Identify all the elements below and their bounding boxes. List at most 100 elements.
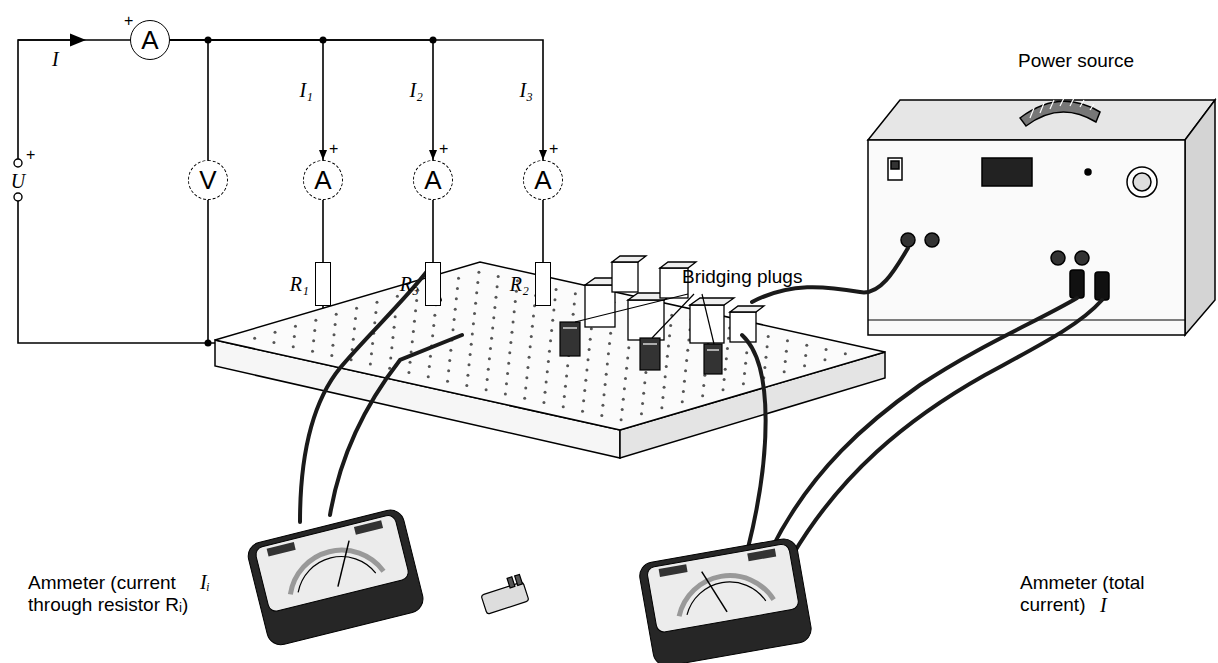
board-hole bbox=[825, 348, 828, 351]
ammeter bbox=[254, 514, 410, 613]
board-hole bbox=[763, 366, 766, 369]
board-hole bbox=[786, 339, 789, 342]
plug-in-component bbox=[690, 305, 724, 343]
part-name: Power source bbox=[1018, 50, 1134, 72]
board-hole bbox=[663, 386, 666, 389]
board-hole bbox=[531, 325, 534, 328]
board-hole bbox=[476, 281, 479, 284]
board-hole bbox=[565, 375, 568, 378]
board-hole bbox=[643, 381, 646, 384]
board-hole bbox=[552, 309, 555, 312]
board-hole bbox=[574, 292, 577, 295]
plug-in-component bbox=[585, 285, 615, 327]
board-hole bbox=[601, 404, 604, 407]
board-hole bbox=[448, 359, 451, 362]
wire bbox=[432, 200, 434, 262]
board-hole bbox=[665, 365, 668, 368]
board-hole bbox=[585, 369, 588, 372]
board-hole bbox=[506, 372, 509, 375]
wire bbox=[170, 40, 323, 160]
board-hole bbox=[505, 382, 508, 385]
bridging-plug bbox=[640, 338, 660, 370]
board-hole bbox=[474, 302, 477, 305]
board-hole bbox=[844, 352, 847, 355]
plug-in-component bbox=[730, 306, 764, 312]
power-source bbox=[868, 100, 1215, 140]
board-hole bbox=[446, 380, 449, 383]
board-hole bbox=[581, 410, 584, 413]
board-hole bbox=[485, 388, 488, 391]
ammeter-symbol: A bbox=[303, 160, 343, 200]
board-hole bbox=[486, 378, 489, 381]
board-hole bbox=[411, 340, 414, 343]
board-hole bbox=[496, 285, 499, 288]
board-hole bbox=[465, 384, 468, 387]
board-hole bbox=[609, 332, 612, 335]
plug-in-component bbox=[612, 262, 638, 292]
plug-in-board bbox=[215, 262, 885, 430]
voltage-display bbox=[982, 158, 1032, 186]
board-hole bbox=[620, 418, 623, 421]
board-hole bbox=[767, 335, 770, 338]
voltage-knob bbox=[1133, 173, 1151, 191]
board-hole bbox=[743, 372, 746, 375]
ammeter bbox=[747, 549, 776, 562]
board-hole bbox=[274, 331, 277, 334]
ammeter-symbol: A bbox=[130, 20, 170, 60]
plug-in-component bbox=[612, 256, 646, 262]
board-hole bbox=[605, 373, 608, 376]
board-hole bbox=[766, 345, 769, 348]
wire bbox=[170, 40, 543, 160]
board-hole bbox=[314, 319, 317, 322]
cable bbox=[742, 335, 766, 548]
board-hole bbox=[641, 402, 644, 405]
board-hole bbox=[407, 371, 410, 374]
board-hole bbox=[413, 320, 416, 323]
board-hole bbox=[371, 342, 374, 345]
board-hole bbox=[494, 296, 497, 299]
board-hole bbox=[447, 369, 450, 372]
board-hole bbox=[664, 375, 667, 378]
board-hole bbox=[390, 346, 393, 349]
board-hole bbox=[587, 358, 590, 361]
board-hole bbox=[504, 393, 507, 396]
board-hole bbox=[396, 295, 399, 298]
board-hole bbox=[551, 319, 554, 322]
board-hole bbox=[412, 330, 415, 333]
banana-plug bbox=[1095, 272, 1109, 300]
voltage-label: U bbox=[11, 170, 25, 193]
board-hole bbox=[253, 337, 256, 340]
socket bbox=[1075, 251, 1089, 265]
board-hole bbox=[449, 349, 452, 352]
ammeter-symbol: A bbox=[523, 160, 563, 200]
board-hole bbox=[550, 329, 553, 332]
board-hole bbox=[293, 335, 296, 338]
board-hole bbox=[394, 315, 397, 318]
board-hole bbox=[429, 355, 432, 358]
plug-in-component bbox=[690, 298, 734, 305]
bridging-plug bbox=[704, 344, 722, 374]
ammeter bbox=[683, 576, 766, 615]
bridging-plug bbox=[707, 349, 719, 350]
board-hole bbox=[528, 356, 531, 359]
banana-plug bbox=[1070, 270, 1084, 298]
resistor-label: R₂ bbox=[510, 274, 529, 294]
board-hole bbox=[785, 350, 788, 353]
board-hole bbox=[784, 360, 787, 363]
board-hole bbox=[621, 408, 624, 411]
board-hole bbox=[433, 314, 436, 317]
bridging-plug bbox=[479, 574, 529, 614]
board-hole bbox=[373, 321, 376, 324]
board-hole bbox=[473, 312, 476, 315]
power-source bbox=[1185, 100, 1215, 335]
board-hole bbox=[456, 287, 459, 290]
board-hole bbox=[590, 327, 593, 330]
plug-in-component bbox=[628, 300, 664, 340]
board-hole bbox=[369, 363, 372, 366]
board-hole bbox=[546, 370, 549, 373]
board-hole bbox=[564, 385, 567, 388]
ammeter-symbol: A bbox=[413, 160, 453, 200]
board-hole bbox=[529, 345, 532, 348]
board-hole bbox=[469, 353, 472, 356]
polarity-sign: + bbox=[124, 12, 133, 30]
